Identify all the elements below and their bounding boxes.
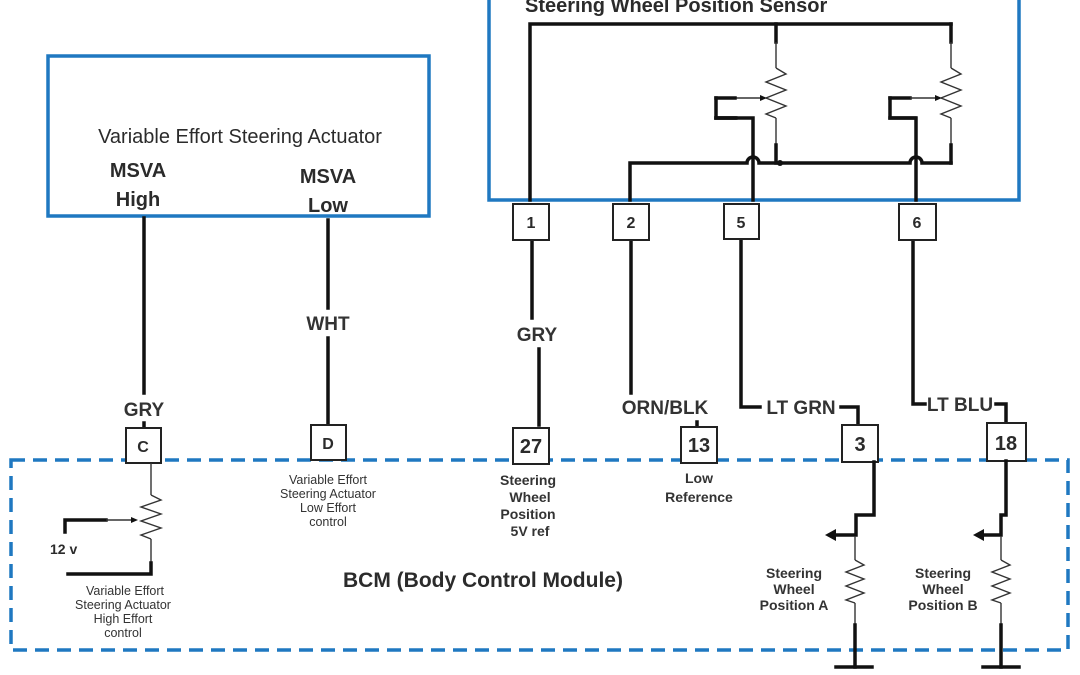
pin-box <box>512 427 550 465</box>
wire-color-pin5: LT GRN <box>766 398 835 419</box>
pin-d-desc-line4: control <box>309 515 347 529</box>
junction-dot <box>777 160 783 166</box>
signal-b-wire <box>888 116 918 202</box>
pin-27-desc-line4: 5V ref <box>511 523 550 539</box>
low-effort-control-desc: Variable Effort Steering Actuator Low Ef… <box>280 473 376 529</box>
pin-box <box>512 203 550 241</box>
pot-a-wiper-wire <box>714 96 737 120</box>
bcm-pin-3: 3 <box>841 424 879 463</box>
steering-wheel-position-sensor: Steering Wheel Position Sensor <box>487 0 1021 202</box>
pin-c-desc-line4: control <box>104 626 142 640</box>
pin-d-desc-line2: Steering Actuator <box>280 487 376 501</box>
msva-low-label-line2: Low <box>308 195 348 217</box>
pin-18-desc-line2: Wheel <box>922 581 963 597</box>
pin-13-desc-line1: Low <box>685 470 713 486</box>
pin-3-desc-line3: Position A <box>760 597 829 613</box>
pin-27-desc-line3: Position <box>500 506 555 522</box>
position-b-arrow-icon <box>973 529 984 541</box>
pin-c-desc-line1: Variable Effort <box>86 584 165 598</box>
position-b-circuit: Steering Wheel Position B <box>908 459 1021 669</box>
voltage-label: 12 v <box>50 541 77 557</box>
bcm-pin-27: 27 <box>512 427 550 465</box>
5v-ref-desc: Steering Wheel Position 5V ref <box>500 472 556 539</box>
sensor-title: Steering Wheel Position Sensor <box>525 0 827 17</box>
msva-high-label-line1: MSVA <box>110 160 166 182</box>
pin-3-desc-line2: Wheel <box>773 581 814 597</box>
position-a-resistor-icon <box>843 559 866 604</box>
pin-box <box>841 424 879 463</box>
low-reference-desc: Low Reference <box>665 470 733 505</box>
msva-high-label-line2: High <box>116 189 160 211</box>
bcm-pin-d: D <box>310 424 347 461</box>
wire-color-msva-low: WHT <box>306 314 350 335</box>
bcm-pin-c: C <box>125 427 162 464</box>
pin-box <box>612 203 650 241</box>
position-a-circuit: Steering Wheel Position A <box>760 460 876 669</box>
wire-color-pin1: GRY <box>517 325 558 346</box>
pin-label: 2 <box>627 215 636 232</box>
pin-label: 5 <box>737 215 746 232</box>
high-effort-wiper-arrow-icon <box>131 517 138 523</box>
position-b-resistor-icon <box>989 559 1012 604</box>
pin-box <box>680 426 718 464</box>
pin-d-desc-line3: Low Effort <box>300 501 357 515</box>
signal-a-wire <box>714 116 755 202</box>
pin-box <box>723 203 760 240</box>
pin-label: D <box>322 436 334 453</box>
position-a-signal-wire <box>834 460 876 537</box>
pin-label: 13 <box>688 435 710 457</box>
pot-b-resistor-icon <box>939 67 963 119</box>
sensor-pin-2: 2 <box>612 203 650 241</box>
pin-box <box>310 424 347 461</box>
position-b-signal-wire <box>982 459 1008 537</box>
pin-label: 1 <box>527 215 536 232</box>
actuator-title: Variable Effort Steering Actuator <box>98 126 382 148</box>
pin-c-desc-line2: Steering Actuator <box>75 598 171 612</box>
sensor-low-ref-bus <box>628 155 953 202</box>
high-effort-resistor-icon <box>138 494 164 540</box>
pin5-wire <box>739 238 762 409</box>
bcm-title: BCM (Body Control Module) <box>343 569 623 592</box>
pin-27-desc-line2: Wheel <box>509 489 550 505</box>
pot-a-resistor-icon <box>764 67 788 119</box>
bcm-pin-18: 18 <box>986 422 1027 462</box>
high-effort-ground-wire <box>66 561 153 576</box>
pin-label: 27 <box>520 436 542 458</box>
12v-feed-wire <box>63 518 108 534</box>
msva-low-label-line1: MSVA <box>300 166 356 188</box>
pin6-wire <box>911 238 927 406</box>
wire-color-msva-high: GRY <box>124 400 165 421</box>
variable-effort-steering-actuator: Variable Effort Steering Actuator MSVA H… <box>46 54 431 218</box>
high-effort-control-circuit: 12 v Variable Effort Steering Actuator H… <box>50 463 171 640</box>
pin-3-desc-line1: Steering <box>766 565 822 581</box>
pin-label: 18 <box>995 433 1017 455</box>
pin-label: C <box>137 439 149 456</box>
sensor-pin-1: 1 <box>512 203 550 241</box>
pin-label: 3 <box>854 434 865 456</box>
sensor-pin-5: 5 <box>723 203 760 240</box>
pin-box <box>898 203 937 241</box>
pin-13-desc-line2: Reference <box>665 489 733 505</box>
position-a-arrow-icon <box>825 529 836 541</box>
sensor-pin-6: 6 <box>898 203 937 241</box>
wire-color-pin6: LT BLU <box>927 395 993 416</box>
sensor-5v-bus <box>528 22 953 202</box>
pin-c-desc-line3: High Effort <box>94 612 153 626</box>
pin-18-desc-line3: Position B <box>908 597 977 613</box>
pot-b-wiper-wire <box>888 96 917 120</box>
pin-18-desc-line1: Steering <box>915 565 971 581</box>
pin-27-desc-line1: Steering <box>500 472 556 488</box>
pot-a-wiper-arrow-icon <box>760 95 767 101</box>
pot-b-wiper-arrow-icon <box>935 95 942 101</box>
pin-label: 6 <box>913 215 922 232</box>
actuator-module-border <box>46 54 431 218</box>
pin6-wire-lower <box>994 402 1008 425</box>
pin-d-desc-line1: Variable Effort <box>289 473 368 487</box>
pin5-wire-lower <box>839 405 860 427</box>
bcm-pin-13: 13 <box>680 426 718 464</box>
wire-color-pin2: ORN/BLK <box>622 398 709 419</box>
pin-box <box>125 427 162 464</box>
